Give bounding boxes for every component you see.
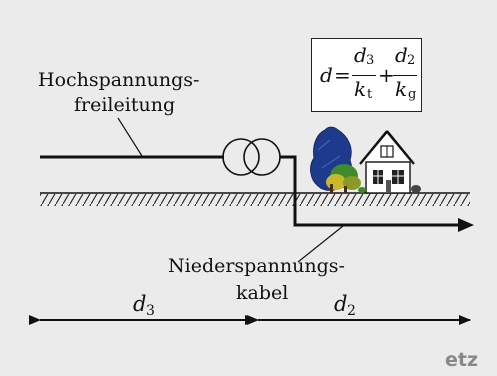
formula-bar1 <box>352 75 376 76</box>
cable-label-1: Niederspannungs- <box>168 255 345 277</box>
d2-label: d <box>334 292 348 316</box>
trees-icon <box>310 126 361 193</box>
formula-den2: k <box>395 77 408 101</box>
formula-num1-sub: 3 <box>366 53 375 68</box>
overhead-line-label-2: freileitung <box>74 94 176 116</box>
transformer-coil-right <box>243 138 281 176</box>
formula-num2: d <box>395 43 408 67</box>
etz-logo: etz <box>445 349 479 371</box>
d3-label-sub: 3 <box>146 303 155 319</box>
cable-leader <box>297 225 344 263</box>
d2-label-sub: 2 <box>347 303 356 319</box>
house-icon <box>358 130 421 194</box>
formula-den1: k <box>354 77 367 101</box>
formula-den2-sub: g <box>408 87 417 102</box>
formula-bar2 <box>393 75 417 76</box>
formula-den1-sub: t <box>367 87 373 102</box>
formula-lhs: d <box>320 63 333 87</box>
formula-plus: + <box>378 63 395 87</box>
low-voltage-cable <box>280 155 458 227</box>
ground-hatch <box>40 194 470 206</box>
formula-box: d = d 3 k t + d 2 k g <box>311 38 422 112</box>
cable-label-2: kabel <box>236 282 289 304</box>
overhead-leader <box>117 117 143 157</box>
formula-equals: = <box>334 63 351 87</box>
formula-num2-sub: 2 <box>407 53 416 68</box>
d3-label: d <box>133 292 147 316</box>
transformer-coil-left <box>222 138 260 176</box>
overhead-line-label-1: Hochspannungs- <box>38 69 200 91</box>
formula-num1: d <box>354 43 367 67</box>
cable-arrowhead <box>458 218 474 232</box>
